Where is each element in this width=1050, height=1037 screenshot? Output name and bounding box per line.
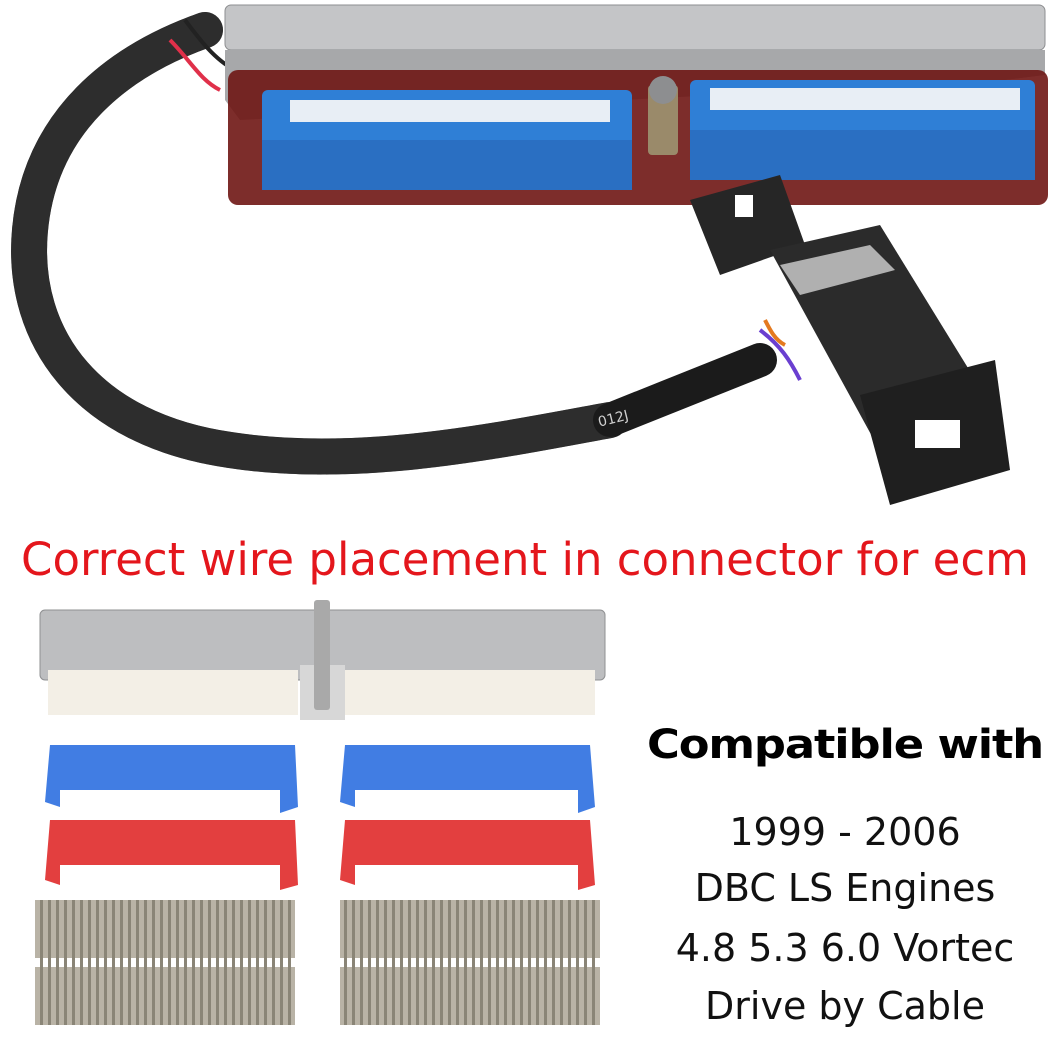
red-cover-right [340, 820, 595, 890]
product-photo: 012J [11, 4, 1048, 505]
headline-text: Correct wire placement in connector for … [21, 533, 1029, 586]
blue-connector-left [262, 90, 632, 190]
year-range: 1999 - 2006 [729, 810, 961, 854]
parts-kit-image [35, 600, 606, 1025]
terminal-pins-left [35, 900, 295, 1025]
metal-housing [39, 600, 606, 720]
throttle-type: Drive by Cable [705, 984, 985, 1028]
ecm-housing [224, 4, 1046, 51]
blue-connector-right [690, 80, 1035, 180]
engine-sizes: 4.8 5.3 6.0 Vortec [675, 926, 1015, 970]
blue-cover-right [340, 745, 595, 813]
compatible-with-heading: Compatible with [646, 722, 1044, 768]
terminal-pins-right [340, 900, 600, 1025]
harness-label: 012J [596, 408, 630, 431]
obd-connector [690, 175, 1010, 505]
engine-type: DBC LS Engines [694, 866, 996, 910]
red-cover-left [45, 820, 298, 890]
blue-cover-left [45, 745, 298, 813]
center-bolt [648, 85, 678, 155]
